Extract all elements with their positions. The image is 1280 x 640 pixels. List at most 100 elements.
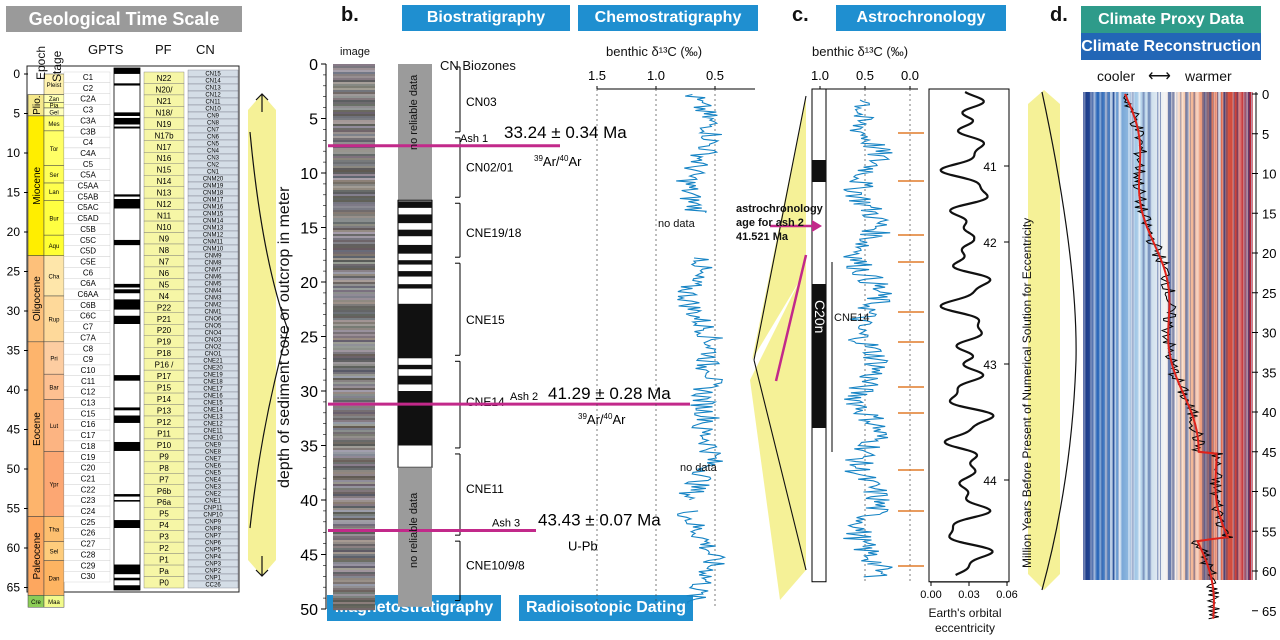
core-image-slice	[333, 304, 375, 307]
chron-label: C1	[83, 73, 94, 82]
core-image-slice	[333, 602, 375, 605]
climate-stripe	[1133, 92, 1135, 580]
core-image-slice	[333, 70, 375, 73]
climate-stripe	[1218, 92, 1221, 580]
pf-label: Pa	[159, 567, 169, 576]
chron-label: C27	[81, 540, 96, 549]
pf-label: P13	[157, 407, 172, 416]
climate-stripe	[1092, 92, 1095, 580]
climate-stripe	[1223, 92, 1226, 580]
chron-label: C9	[83, 355, 94, 364]
gpts-header: GPTS	[88, 42, 124, 57]
core-image-slice	[333, 284, 375, 287]
core-image-slice	[333, 332, 375, 335]
climate-stripe	[1233, 92, 1235, 580]
climate-stripe	[1243, 92, 1246, 580]
core-image-slice	[333, 366, 375, 369]
climate-stripe	[1128, 92, 1130, 580]
pf-label: P20	[157, 326, 172, 335]
pf-label: N15	[157, 166, 172, 175]
eccentricity-label: Earth's orbital eccentricity	[928, 606, 1002, 635]
depth-tick-label: 50	[300, 602, 318, 619]
core-image-slice	[333, 518, 375, 521]
climate-stripe	[1118, 92, 1121, 580]
climate-stripe	[1106, 92, 1109, 580]
cn-label: CNP9	[205, 520, 222, 526]
pf-label: P18	[157, 349, 172, 358]
epoch-header: Epoch	[34, 45, 48, 80]
stage-label: Maa	[48, 600, 60, 606]
core-image-slice	[333, 160, 375, 163]
pf-label: P17	[157, 372, 172, 381]
chemo-no-data-1: no data	[658, 218, 695, 230]
core-image-slice	[333, 468, 375, 471]
core-image-slice	[333, 342, 375, 345]
core-image-slice	[333, 504, 375, 507]
core-image-slice	[333, 92, 375, 95]
cn-label: CNE21	[203, 359, 223, 365]
core-image-slice	[333, 388, 375, 391]
cn-label: CNP1	[205, 576, 222, 582]
cn-label: CNP7	[205, 534, 222, 540]
chron-label: C15	[81, 409, 96, 418]
stage-header: Stage	[50, 50, 64, 82]
core-image-slice	[333, 322, 375, 325]
core-image-slice	[333, 238, 375, 241]
cn-label: CNP4	[205, 555, 222, 561]
stage-label: Bar	[49, 385, 58, 391]
core-image-slice	[333, 82, 375, 85]
climate-stripe	[1250, 92, 1253, 580]
climate-stripe	[1150, 92, 1152, 580]
cn-label: CNE15	[203, 401, 223, 407]
climate-axis-label: Million Years Before Present of Numerica…	[1020, 217, 1034, 568]
climate-stripe	[1084, 92, 1086, 580]
climate-stripe	[1114, 92, 1116, 580]
core-image-slice	[333, 498, 375, 501]
chemo-axis-title: benthic δ¹³C (‰)	[606, 44, 703, 59]
climate-stripe	[1237, 92, 1239, 580]
core-image-slice	[333, 310, 375, 313]
stage-label: Zan	[49, 97, 59, 103]
cn-label: CNE2	[205, 492, 222, 498]
climate-stripe	[1106, 92, 1108, 580]
magneto-normal-band	[398, 375, 432, 385]
astro-normal-band	[812, 160, 826, 182]
cn-label: CNM5	[204, 282, 222, 288]
climate-stripe	[1213, 92, 1216, 580]
stage-label: Bur	[49, 216, 58, 222]
stage-label: Rup	[48, 317, 60, 323]
core-image-slice	[333, 200, 375, 203]
cn-label: CN8	[207, 121, 220, 127]
cn-label: CNM9	[204, 254, 222, 260]
core-image-slice	[333, 132, 375, 135]
climate-proxy-curve	[1123, 93, 1233, 620]
chron-label: C7	[83, 323, 94, 332]
core-image-slice	[333, 90, 375, 93]
pf-label: N20/	[156, 85, 174, 94]
core-image-slice	[333, 408, 375, 411]
stage-label: Tha	[49, 528, 60, 534]
core-image-slice	[333, 198, 375, 201]
astro-tick-label: 1.0	[811, 68, 829, 83]
core-image-slice	[333, 580, 375, 583]
chron-label: C3A	[80, 116, 96, 125]
gts-frame	[26, 65, 240, 593]
pf-label: P19	[157, 338, 172, 347]
core-image-slice	[333, 104, 375, 107]
pf-label: P0	[159, 579, 169, 588]
core-image-slice	[333, 120, 375, 123]
chron-label: C11	[81, 377, 96, 386]
cn-label: CNE1	[205, 499, 222, 505]
climate-stripe	[1185, 92, 1187, 580]
core-image-slice	[333, 568, 375, 571]
panel-b-label: b.	[341, 4, 359, 26]
climate-stripe	[1147, 92, 1150, 580]
magneto-normal-band	[398, 271, 432, 277]
climate-stripe	[1186, 92, 1189, 580]
biozone-label: CNE19/18	[466, 226, 522, 240]
pf-label: N5	[159, 280, 170, 289]
core-image-slice	[333, 80, 375, 83]
chron-label: C24	[81, 507, 96, 516]
core-image-slice	[333, 454, 375, 457]
climate-stripe	[1196, 92, 1198, 580]
